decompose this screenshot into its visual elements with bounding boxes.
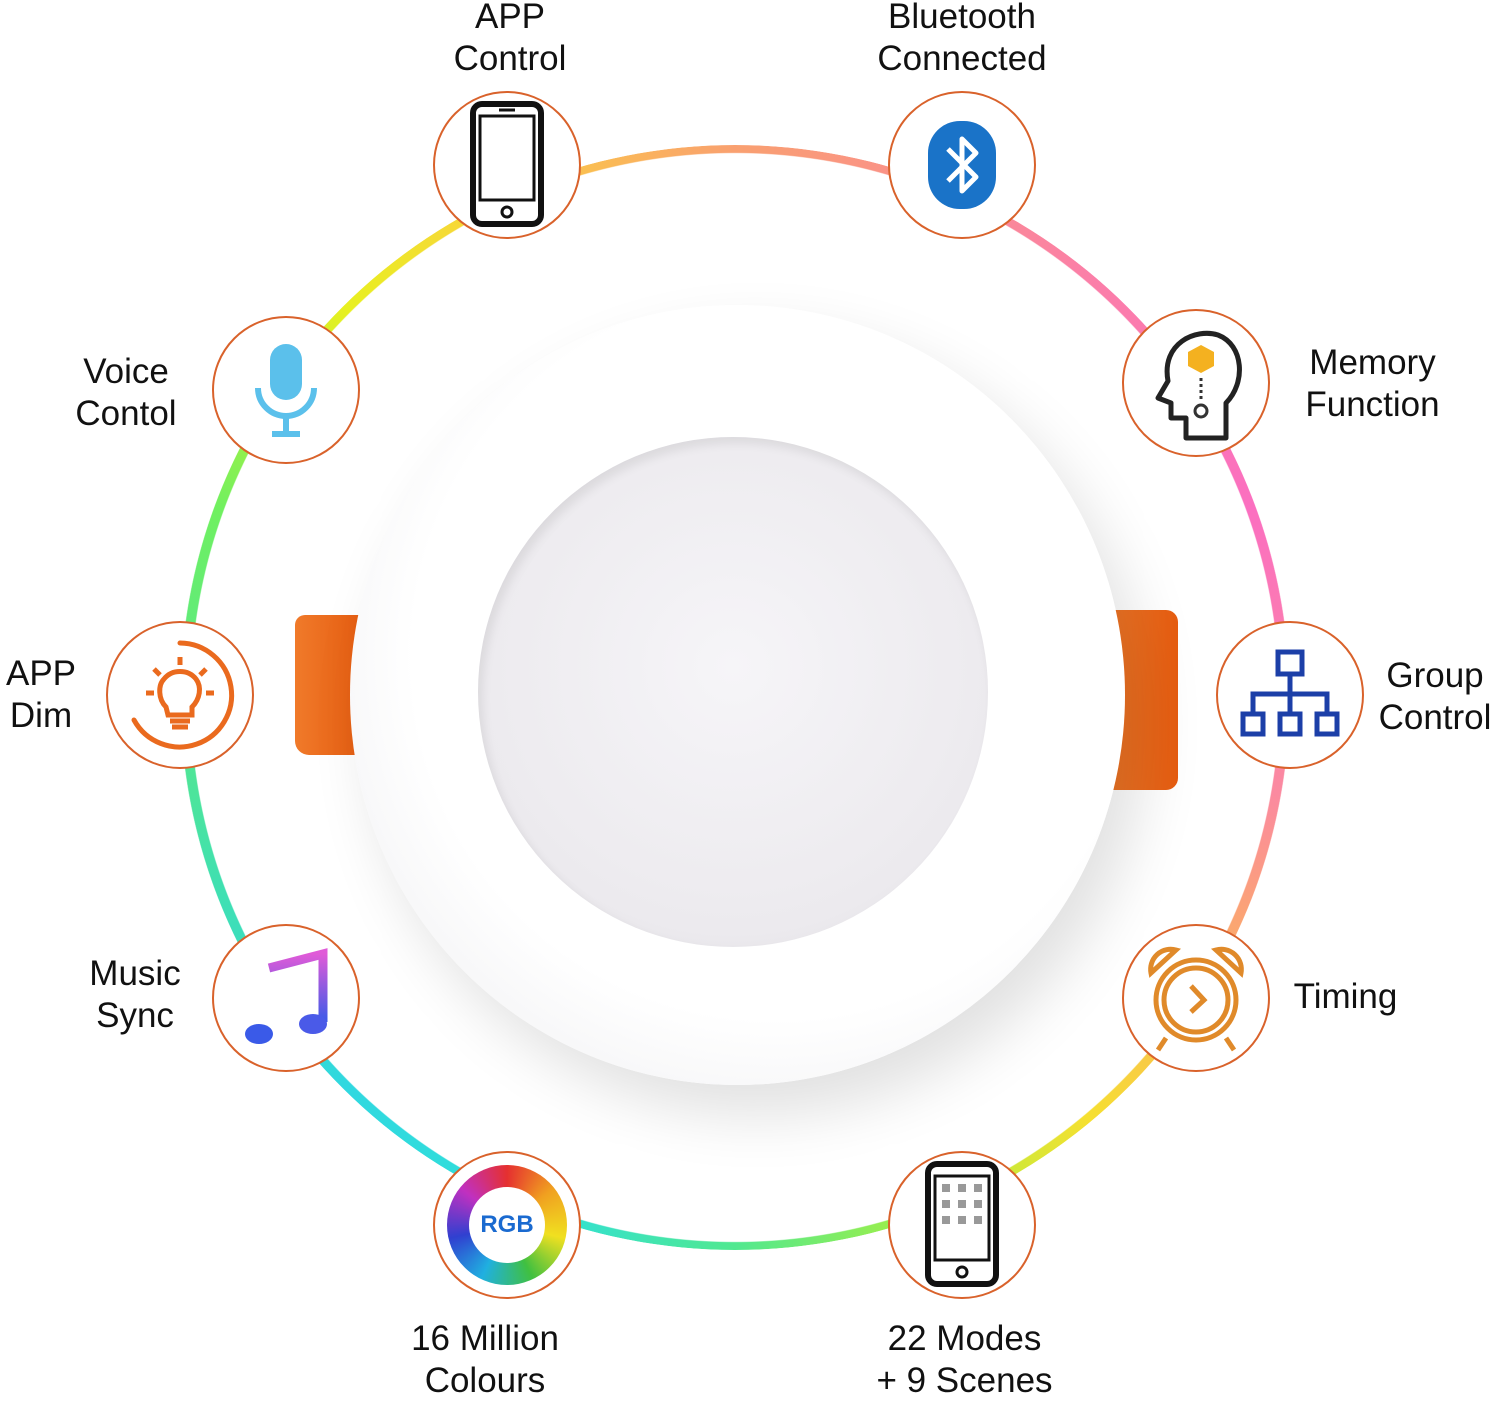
head-memory-icon <box>1155 330 1242 441</box>
music-note-icon <box>245 948 328 1044</box>
microphone-icon <box>255 344 317 437</box>
bluetooth-icon <box>928 121 996 209</box>
lightbulb-dim-icon <box>131 640 235 750</box>
rgb-badge: RGB <box>469 1187 545 1263</box>
feature-voice-control <box>212 316 360 464</box>
feature-app-control <box>433 91 581 239</box>
rgb-wheel-icon: RGB <box>447 1165 567 1285</box>
feature-bluetooth <box>888 91 1036 239</box>
downlight-diffuser <box>478 437 988 947</box>
feature-memory <box>1122 309 1270 457</box>
feature-app-dim <box>106 621 254 769</box>
label-timing: Timing <box>1293 977 1398 1016</box>
smartphone-icon <box>470 101 544 227</box>
feature-timing <box>1122 924 1270 1072</box>
alarm-clock-icon <box>1148 946 1244 1052</box>
network-hierarchy-icon <box>1240 649 1340 737</box>
phone-grid-icon <box>925 1161 999 1287</box>
feature-16-million-colours: RGB <box>433 1151 581 1299</box>
feature-modes-scenes <box>888 1151 1036 1299</box>
feature-group-control <box>1216 621 1364 769</box>
label-modes: 22 Modes+ 9 Scenes <box>876 1319 1053 1400</box>
feature-music-sync <box>212 924 360 1072</box>
